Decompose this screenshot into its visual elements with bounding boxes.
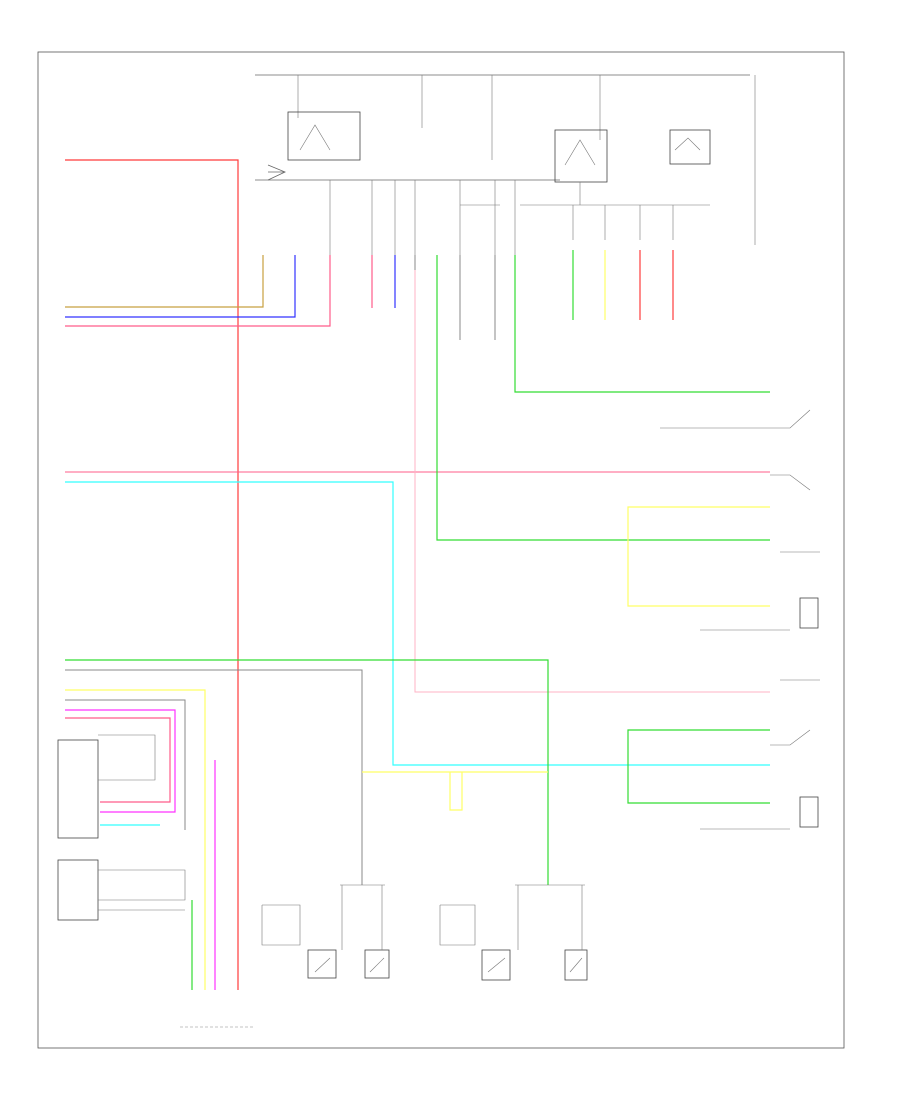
wire-red-main — [65, 159, 239, 990]
wire-blue — [65, 255, 296, 318]
wire-gray-left — [65, 669, 363, 885]
wire-pink-top — [65, 255, 331, 327]
control-unit-upper — [57, 739, 99, 839]
relay-box-right — [554, 129, 608, 183]
wire-green-right — [627, 729, 770, 804]
wire-magenta — [65, 709, 176, 813]
wire-tan — [65, 255, 264, 308]
right-components — [660, 409, 820, 830]
wire-green-upper — [514, 255, 770, 393]
wire-green-long — [65, 659, 549, 885]
wire-tan-left — [65, 689, 206, 990]
wire-yellow-right — [627, 506, 770, 607]
bottom-switches — [261, 884, 588, 981]
wire-yellow-drop — [449, 772, 463, 811]
wire-lightpink — [414, 270, 770, 693]
wire-pink-left — [65, 717, 171, 803]
connector-row-stubs — [371, 250, 674, 340]
wire-cyan — [65, 481, 770, 766]
relay-box-far-right — [669, 129, 711, 165]
control-unit-lower — [57, 859, 99, 921]
fuse-relay-block — [255, 74, 756, 255]
wire-gray-left2 — [65, 699, 186, 830]
relay-box-left — [287, 111, 361, 161]
diagram-frame — [37, 51, 845, 1049]
wire-green-mid — [436, 255, 770, 541]
